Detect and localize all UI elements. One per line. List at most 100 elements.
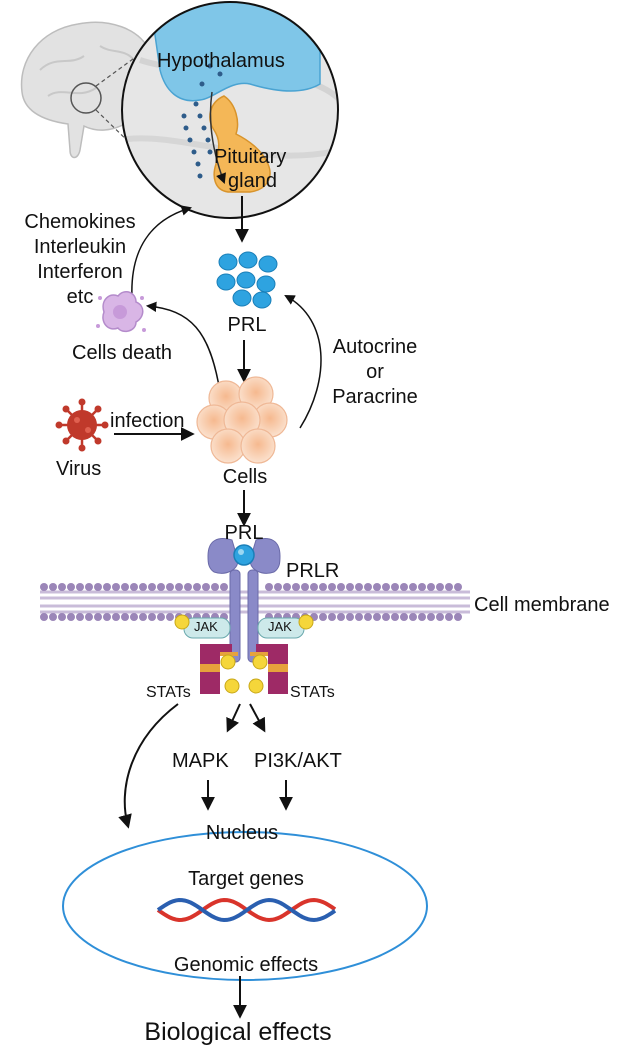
arrow-cytokines-to-pituitary [131, 205, 193, 299]
cytokine-item: Interferon [37, 261, 123, 283]
mapk-label: MAPK [172, 750, 229, 772]
autocrine-label: Autocrine or Paracrine [332, 335, 418, 410]
cells-label: Cells [222, 466, 268, 488]
secretion-dots [181, 63, 223, 179]
cytokine-item: Interleukin [33, 236, 127, 258]
lipid-head [94, 583, 102, 591]
cells-cluster [196, 376, 288, 464]
target-genes-label: Target genes [188, 868, 304, 890]
lipid-head [193, 583, 201, 591]
dying-cell-icon [96, 291, 146, 333]
lipid-head [76, 613, 84, 621]
nucleus-outline [62, 831, 428, 981]
lipid-head [202, 583, 210, 591]
lipid-head [103, 613, 111, 621]
lipid-head [85, 583, 93, 591]
pituitary-label-line2: gland [228, 170, 277, 192]
pituitary-label-line1: Pituitary [214, 146, 287, 168]
lipid-head [166, 583, 174, 591]
lipid-head [409, 583, 417, 591]
lipid-head [274, 583, 282, 591]
lipid-head [265, 583, 273, 591]
lipid-head [400, 613, 408, 621]
prlr-receptor [207, 538, 281, 663]
pi3k-akt-label: PI3K/AKT [254, 750, 342, 772]
lipid-head [58, 613, 66, 621]
lipid-head [148, 583, 156, 591]
lipid-head [292, 583, 300, 591]
lipid-head [166, 613, 174, 621]
hypothalamus-shape [149, 2, 321, 102]
lipid-head [364, 583, 372, 591]
lipid-head [346, 613, 354, 621]
jak-right [257, 614, 314, 639]
lipid-head [130, 583, 138, 591]
lipid-head [67, 583, 75, 591]
lipid-head [319, 583, 327, 591]
lipid-head [373, 583, 381, 591]
lipid-head [157, 583, 165, 591]
stat-right [250, 644, 288, 694]
jak-right-label: JAK [268, 619, 292, 634]
lipid-head [121, 613, 129, 621]
lipid-head [94, 613, 102, 621]
autocrine-line: Autocrine [332, 336, 418, 358]
lipid-head [112, 583, 120, 591]
lipid-head [310, 583, 318, 591]
arrow-stats-to-nucleus [118, 703, 179, 829]
lipid-head [157, 613, 165, 621]
lipid-head [373, 613, 381, 621]
nucleus-label: Nucleus [205, 822, 279, 844]
lipid-head [49, 613, 57, 621]
lipid-head [391, 613, 399, 621]
jak-left-label: JAK [194, 619, 218, 634]
lipid-head [58, 583, 66, 591]
lipid-head [220, 583, 228, 591]
lipid-head [211, 583, 219, 591]
lipid-head [364, 613, 372, 621]
lipid-head [427, 613, 435, 621]
arrow-to-pi3k [249, 703, 266, 733]
cell-membrane-label: Cell membrane [474, 594, 610, 616]
lipid-head [283, 583, 291, 591]
prl-ligand [233, 544, 255, 566]
lipid-head [319, 613, 327, 621]
stat-left [200, 644, 238, 694]
lipid-head [139, 583, 147, 591]
cytokine-item: Chemokines [24, 211, 136, 233]
arrow-autocrine [284, 294, 322, 429]
lipid-head [76, 583, 84, 591]
lipid-head [445, 583, 453, 591]
autocrine-line: or [366, 361, 384, 383]
lipid-head [49, 583, 57, 591]
cells-death-label: Cells death [72, 342, 173, 364]
arrow-cells-to-death [145, 301, 221, 393]
lipid-head [418, 583, 426, 591]
lipid-head [445, 613, 453, 621]
lipid-head [337, 583, 345, 591]
lipid-head [121, 583, 129, 591]
lipid-head [391, 583, 399, 591]
lipid-head [409, 613, 417, 621]
cytokines-label: Chemokines Interleukin Interferon etc [24, 210, 135, 310]
lipid-head [454, 583, 462, 591]
infection-label: infection [110, 410, 185, 432]
lipid-head [130, 613, 138, 621]
zoom-circle [121, 1, 339, 219]
autocrine-line: Paracrine [332, 386, 418, 408]
virus-label: Virus [56, 458, 102, 480]
prl-molecules [216, 251, 278, 309]
lipid-head [382, 583, 390, 591]
lipid-head [427, 583, 435, 591]
lipid-head [328, 583, 336, 591]
lipid-head [382, 613, 390, 621]
stats-right-label: STATs [290, 684, 335, 701]
stats-left-label: STATs [146, 684, 191, 701]
lipid-head [400, 583, 408, 591]
virus-icon [55, 398, 109, 452]
lipid-head [40, 583, 48, 591]
lipid-head [328, 613, 336, 621]
cytokine-item: etc [66, 286, 94, 308]
prl-top-label: PRL [227, 314, 267, 336]
lipid-head [103, 583, 111, 591]
